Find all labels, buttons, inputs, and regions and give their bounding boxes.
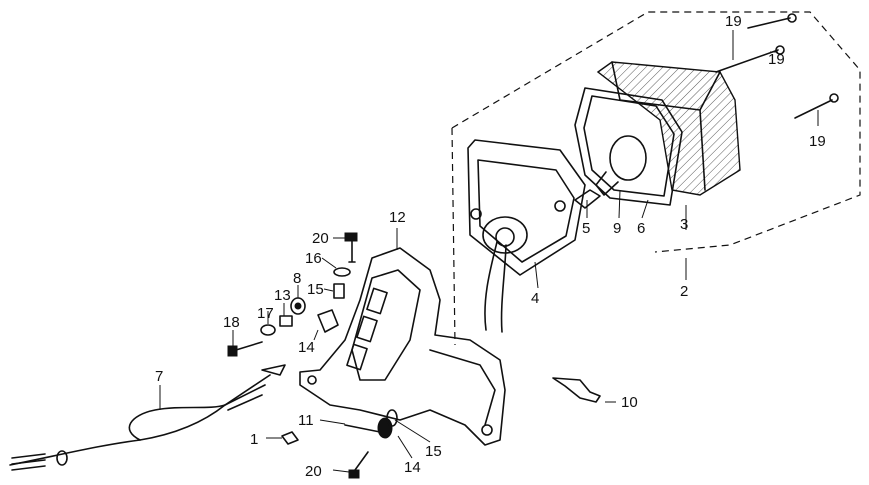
callout-18: 18 xyxy=(223,314,240,331)
callout-5: 5 xyxy=(582,220,590,237)
callout-8: 8 xyxy=(293,270,301,287)
bracket-part xyxy=(299,247,506,446)
callout-4: 4 xyxy=(531,290,539,307)
lens-part xyxy=(596,61,741,196)
callout-9: 9 xyxy=(613,220,621,237)
housing-base-part xyxy=(467,139,586,333)
callout-1: 1 xyxy=(250,431,258,448)
callout-labels: 1 2 3 4 5 6 7 8 9 10 11 12 13 14 14 15 1… xyxy=(155,13,826,480)
callout-15-lower: 15 xyxy=(425,443,442,460)
callout-2: 2 xyxy=(680,283,688,300)
callout-17: 17 xyxy=(257,305,274,322)
assembly-outline xyxy=(451,11,861,346)
lens-gasket-part xyxy=(574,87,683,206)
callout-16: 16 xyxy=(305,250,322,267)
callout-10: 10 xyxy=(621,394,638,411)
callout-3: 3 xyxy=(680,216,688,233)
callout-12: 12 xyxy=(389,209,406,226)
callout-7: 7 xyxy=(155,368,163,385)
callout-20-top: 20 xyxy=(312,230,329,247)
callout-19-right: 19 xyxy=(809,133,826,150)
callout-13: 13 xyxy=(274,287,291,304)
leader-lines xyxy=(159,30,819,473)
callout-19-top: 19 xyxy=(725,13,742,30)
callout-11: 11 xyxy=(298,412,314,429)
callout-20-bottom: 20 xyxy=(305,463,322,480)
callout-14-upper: 14 xyxy=(298,339,315,356)
callout-15-upper: 15 xyxy=(307,281,324,298)
callout-19-mid: 19 xyxy=(768,51,785,68)
callout-14-lower: 14 xyxy=(404,459,421,476)
bulb-part xyxy=(595,135,647,196)
callout-6: 6 xyxy=(637,220,645,237)
wire-harness-part xyxy=(9,364,286,471)
hardware-parts xyxy=(227,13,839,479)
